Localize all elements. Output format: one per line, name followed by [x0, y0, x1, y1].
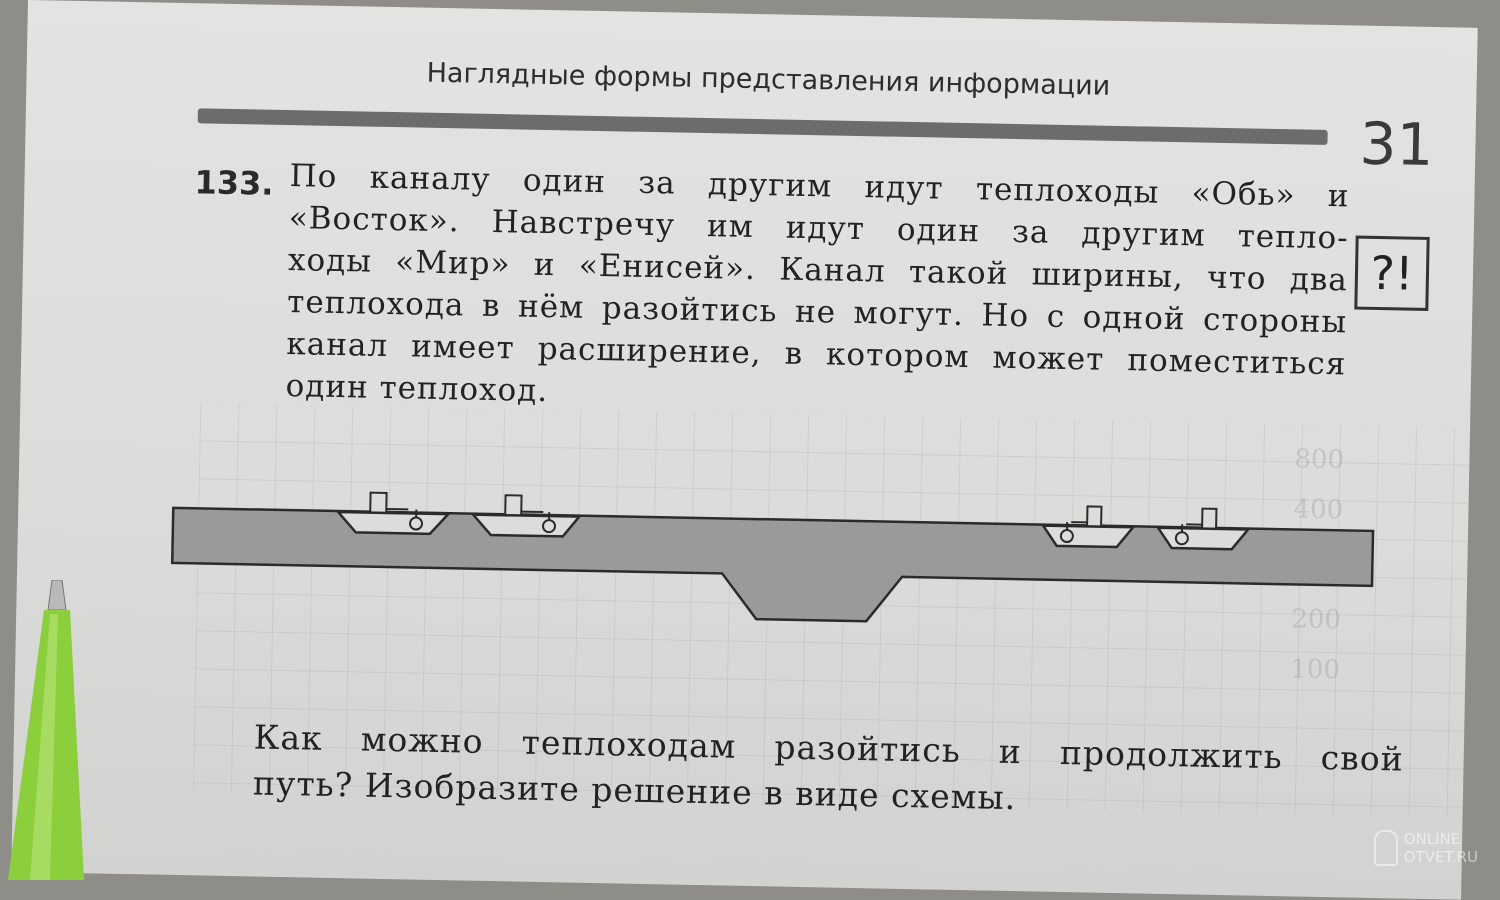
problem-statement: По каналу один за другим идут теплоходы …	[285, 155, 1350, 427]
hint-icon: ?!	[1354, 236, 1429, 311]
ship-icon	[1158, 508, 1249, 550]
problem-number: 133.	[194, 163, 274, 203]
ship-icon	[338, 492, 449, 534]
watermark: ONLINE OTVET.RU	[1374, 830, 1478, 866]
ghost-text: 100	[1290, 654, 1340, 685]
page-number: 31	[1359, 110, 1434, 179]
watermark-text: ONLINE OTVET.RU	[1404, 830, 1478, 866]
section-title: Наглядные формы представления информации	[426, 58, 1110, 102]
ship-icon	[1043, 506, 1134, 548]
header-rule	[198, 108, 1328, 145]
pen	[0, 580, 90, 880]
ghost-text: 800	[1294, 444, 1344, 475]
ship-icon	[473, 495, 580, 537]
canal-diagram	[166, 463, 1389, 656]
textbook-page: 800 400 200 100 Наглядные формы представ…	[11, 0, 1477, 900]
lightbulb-icon	[1374, 830, 1398, 866]
